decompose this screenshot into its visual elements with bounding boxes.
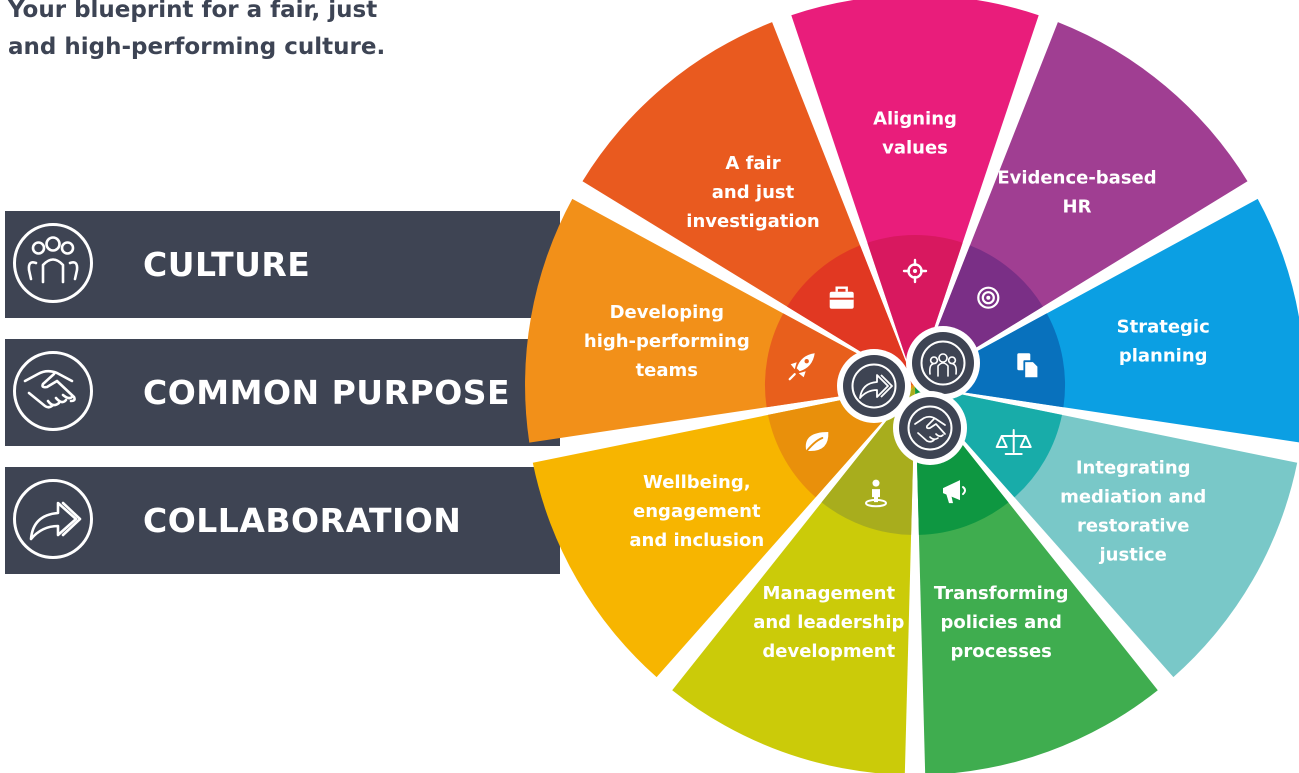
briefcase-icon <box>829 286 854 309</box>
hub <box>837 326 980 465</box>
pillar-culture: CULTURE <box>5 211 560 318</box>
hub-arrow-icon <box>837 349 911 423</box>
pillar-label-culture: CULTURE <box>143 245 311 284</box>
segment-management-and-leadership-development-label-line: and leadership <box>753 612 904 633</box>
pillar-common-purpose: COMMON PURPOSE <box>5 339 560 446</box>
segment-integrating-mediation-and-restorative-justice-label-line: Integrating <box>1076 458 1191 479</box>
arrow-icon <box>13 479 93 559</box>
people-icon <box>13 223 93 303</box>
documents-icon <box>1017 353 1040 380</box>
target-icon <box>977 286 1000 309</box>
segment-strategic-planning-label-line: planning <box>1119 346 1208 367</box>
segment-evidence-based-hr-label-line: Evidence-based <box>997 168 1156 189</box>
segment-aligning-values <box>791 0 1039 385</box>
leaf-icon <box>803 432 829 455</box>
handshake-icon <box>13 351 93 431</box>
segment-aligning-values-label-line: values <box>882 138 948 159</box>
segment-transforming-policies-and-processes-label-line: Transforming <box>934 583 1069 604</box>
segment-aligning-values-label-line: Aligning <box>873 109 957 130</box>
rocket-icon <box>788 353 815 381</box>
segment-management-and-leadership-development-label-line: development <box>762 641 895 662</box>
segment-wellbeing-engagement-and-inclusion-label-line: and inclusion <box>629 530 764 551</box>
segment-wellbeing-engagement-and-inclusion-label-line: Wellbeing, <box>643 472 751 493</box>
segment-transforming-policies-and-processes-label-line: policies and <box>940 612 1061 633</box>
segment-a-fair-and-just-investigation-label-line: A fair <box>725 153 780 174</box>
hub-people-icon <box>906 326 980 400</box>
segment-evidence-based-hr-label-line: HR <box>1063 197 1092 218</box>
megaphone-icon <box>943 480 966 504</box>
segment-a-fair-and-just-investigation-inner <box>787 245 915 385</box>
segment-wellbeing-engagement-and-inclusion-label-line: engagement <box>633 501 761 522</box>
person-pin-icon <box>865 479 887 508</box>
headline-line-1: Your blueprint for a fair, just <box>8 0 378 23</box>
scales-icon <box>995 429 1032 455</box>
segment-aligning-values-inner <box>867 235 963 385</box>
pillar-label-common-purpose: COMMON PURPOSE <box>143 373 511 412</box>
segment-transforming-policies-and-processes-label-line: processes <box>951 641 1052 662</box>
segment-a-fair-and-just-investigation-label-line: investigation <box>686 211 819 232</box>
segment-developing-high-performing-teams-label-line: high-performing <box>584 331 750 352</box>
hub-handshake-icon <box>893 391 967 465</box>
segment-management-and-leadership-development-inner <box>821 385 915 535</box>
crosshair-icon <box>902 258 928 284</box>
segment-developing-high-performing-teams-label-line: Developing <box>610 302 724 323</box>
segment-management-and-leadership-development-label-line: Management <box>763 583 896 604</box>
headline: Your blueprint for a fair, just and high… <box>8 0 468 66</box>
segment-integrating-mediation-and-restorative-justice-label-line: mediation and <box>1060 487 1206 508</box>
segment-developing-high-performing-teams-label-line: teams <box>636 360 698 381</box>
headline-line-2: and high-performing culture. <box>8 34 386 60</box>
segment-integrating-mediation-and-restorative-justice-label-line: restorative <box>1077 516 1190 537</box>
segment-integrating-mediation-and-restorative-justice-label-line: justice <box>1099 545 1167 566</box>
pillar-label-collaboration: COLLABORATION <box>143 501 462 540</box>
segment-a-fair-and-just-investigation-label-line: and just <box>712 182 795 203</box>
pillar-collaboration: COLLABORATION <box>5 467 560 574</box>
segment-strategic-planning-label-line: Strategic <box>1117 317 1210 338</box>
